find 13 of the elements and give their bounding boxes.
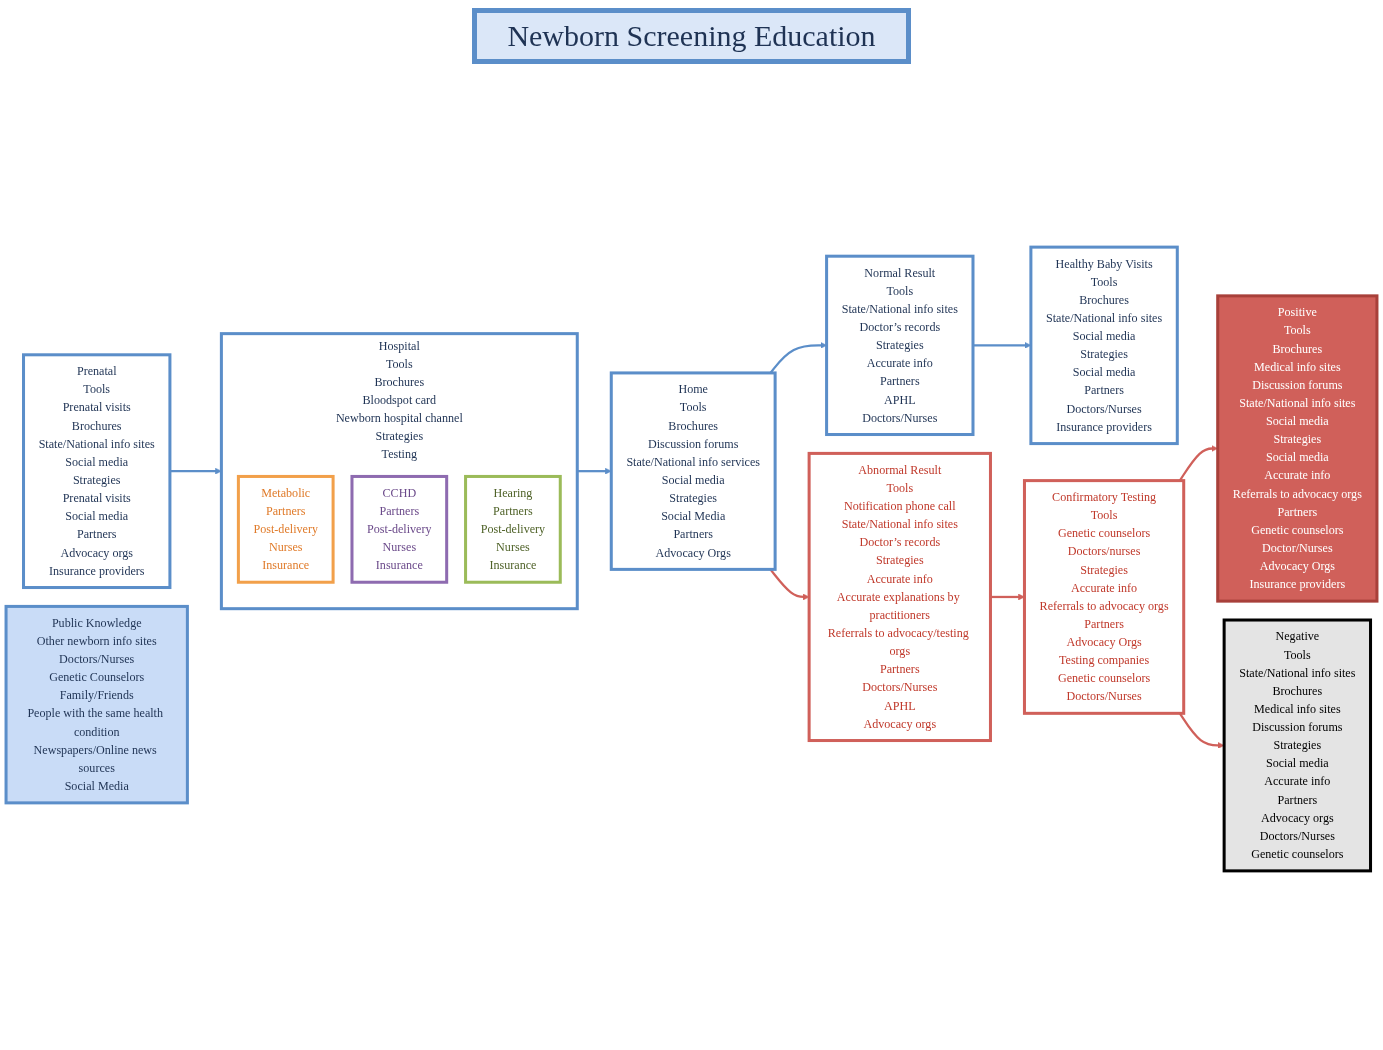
node-box: Normal Result Tools State/National info sites Doctor’s records Strategies Accurate info Partners APHL Doctors/Nurses — [825, 254, 975, 436]
node-box: Confirmatory Testing Tools Genetic counselors Doctors/nurses Strategies Accurate info Referrals to advocacy orgs Partners Advocacy Orgs Testing companies Genetic counselors Doctors/Nurses — [1022, 479, 1186, 715]
node-box: Hearing Partners Post-delivery Nurses Insurance — [464, 474, 562, 584]
node-box: CCHD Partners Post-delivery Nurses Insurance — [350, 474, 449, 584]
node-box: Healthy Baby Visits Tools Brochures State/National info sites Social media Strategies Social media Partners Doctors/Nurses Insurance providers — [1029, 245, 1179, 446]
node-box: Public Knowledge Other newborn info sites Doctors/Nurses Genetic Counselors Family/Friends People with the same health condition Newspapers/Online news sources Social Media — [4, 604, 189, 805]
node-box: Abnormal Result Tools Notification phone call State/National info sites Doctor’s records Strategies Accurate info Accurate explanations by practitioners Referrals to advocacy/testing orgs Partners Doctors/Nurses APHL Advocacy orgs — [807, 451, 992, 743]
node-box: Negative Tools State/National info sites Brochures Medical info sites Discussion forums Strategies Social media Accurate info Partners Advocacy orgs Doctors/Nurses Genetic counselors — [1222, 618, 1373, 873]
node-box: Positive Tools Brochures Medical info sites Discussion forums State/National info sites Social media Strategies Social media Accurate info Referrals to advocacy orgs Partners Genetic counselors Doctor/Nurses Advocacy Orgs Insurance providers — [1216, 294, 1379, 603]
node-box: Metabolic Partners Post-delivery Nurses Insurance — [236, 474, 335, 584]
title: Newborn Screening Education — [472, 8, 911, 64]
node-box: Prenatal Tools Prenatal visits Brochures State/National info sites Social media Strategies Prenatal visits Social media Partners Advocacy orgs Insurance providers — [22, 353, 172, 590]
node-box: Home Tools Brochures Discussion forums State/National info services Social media Strategies Social Media Partners Advocacy Orgs — [609, 371, 777, 571]
